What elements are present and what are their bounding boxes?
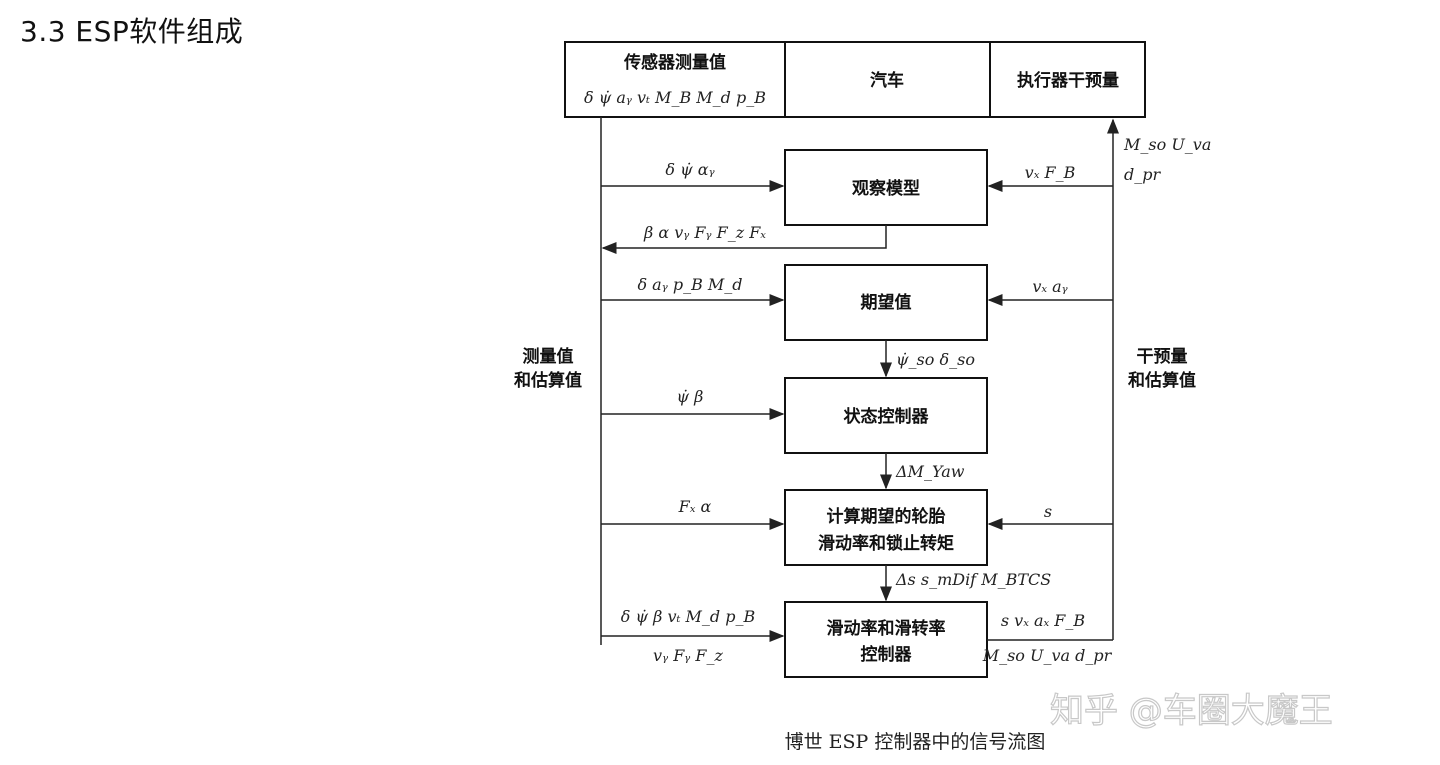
vehicle-label: 汽车 (870, 70, 904, 91)
actuator-out-1: M_so U_va (1123, 135, 1211, 154)
desired-out: ψ̇_so δ_so (896, 350, 975, 369)
state-out: ΔM_Yaw (895, 462, 965, 481)
desired-in-left: δ aᵧ p_B M_d (637, 275, 742, 294)
state-in-left: ψ̇ β (677, 387, 704, 406)
desired-in-right: vₓ aᵧ (1032, 277, 1067, 296)
actuator-label: 执行器干预量 (1017, 70, 1119, 91)
slip-calc-in-left: Fₓ α (678, 497, 712, 516)
slip-calc-label-2: 滑动率和锁止转矩 (818, 533, 954, 554)
right-side-label-1: 干预量 (1137, 346, 1188, 367)
slip-calc-label-1: 计算期望的轮胎 (827, 506, 946, 527)
figure-caption: 博世 ESP 控制器中的信号流图 (785, 731, 1046, 753)
actuator-out-2: d_pr (1124, 165, 1161, 184)
slip-controller-label-1: 滑动率和滑转率 (827, 618, 946, 639)
slip-ctrl-in-left-1: δ ψ̇ β vₜ M_d p_B (621, 607, 756, 626)
top-row-frame (564, 41, 1146, 118)
state-controller-label: 状态控制器 (844, 406, 930, 427)
slip-ctrl-out-2: M_so U_va d_pr (982, 646, 1113, 665)
slip-ctrl-in-left-2: vᵧ Fᵧ F_z (653, 646, 723, 665)
right-side-label-2: 和估算值 (1128, 370, 1196, 391)
watermark: 知乎 @车圈大魔王 (1050, 691, 1333, 731)
desired-label: 期望值 (861, 292, 912, 313)
section-heading: 3.3 ESP软件组成 (20, 15, 244, 48)
slip-ctrl-out-1: s vₓ aₓ F_B (1001, 611, 1086, 630)
slip-calc-in-right: s (1044, 502, 1052, 521)
slip-controller-label-2: 控制器 (861, 644, 913, 665)
slip-controller-box (784, 601, 988, 678)
left-side-label-2: 和估算值 (514, 370, 582, 391)
slip-calc-out: Δs s_mDif M_BTCS (895, 570, 1051, 589)
left-side-label-1: 测量值 (523, 346, 574, 367)
observer-label: 观察模型 (851, 178, 920, 199)
sensor-title: 传感器测量值 (623, 52, 726, 73)
observer-in-left: δ ψ̇ αᵧ (665, 160, 714, 179)
observer-in-right: vₓ F_B (1025, 163, 1076, 182)
sensor-vars: δ ψ̇ aᵧ vₜ M_B M_d p_B (584, 88, 766, 107)
observer-out: β α vᵧ Fᵧ F_z Fₓ (643, 223, 766, 242)
